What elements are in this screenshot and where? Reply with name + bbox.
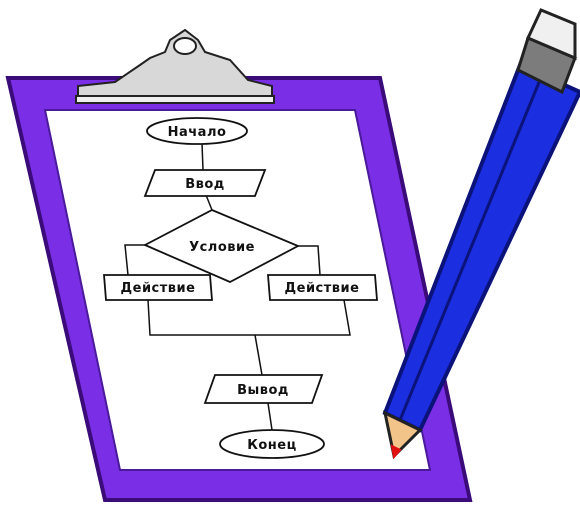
pencil-body-highlight — [400, 80, 540, 420]
flowchart-condition-label: Условие — [189, 240, 255, 255]
flowchart-start-label: Начало — [168, 125, 227, 140]
clipboard-clip-bar — [76, 96, 274, 103]
clipboard-clip-hole — [174, 38, 196, 54]
connector-start-input — [202, 143, 203, 170]
flowchart-end-label: Конец — [247, 438, 297, 453]
clipboard-clip — [78, 30, 272, 98]
flowchart-action-left-label: Действие — [121, 281, 196, 296]
flowchart-input-label: Ввод — [185, 177, 225, 192]
flowchart-action-right-label: Действие — [285, 281, 360, 296]
flowchart-output-label: Вывод — [237, 383, 289, 398]
